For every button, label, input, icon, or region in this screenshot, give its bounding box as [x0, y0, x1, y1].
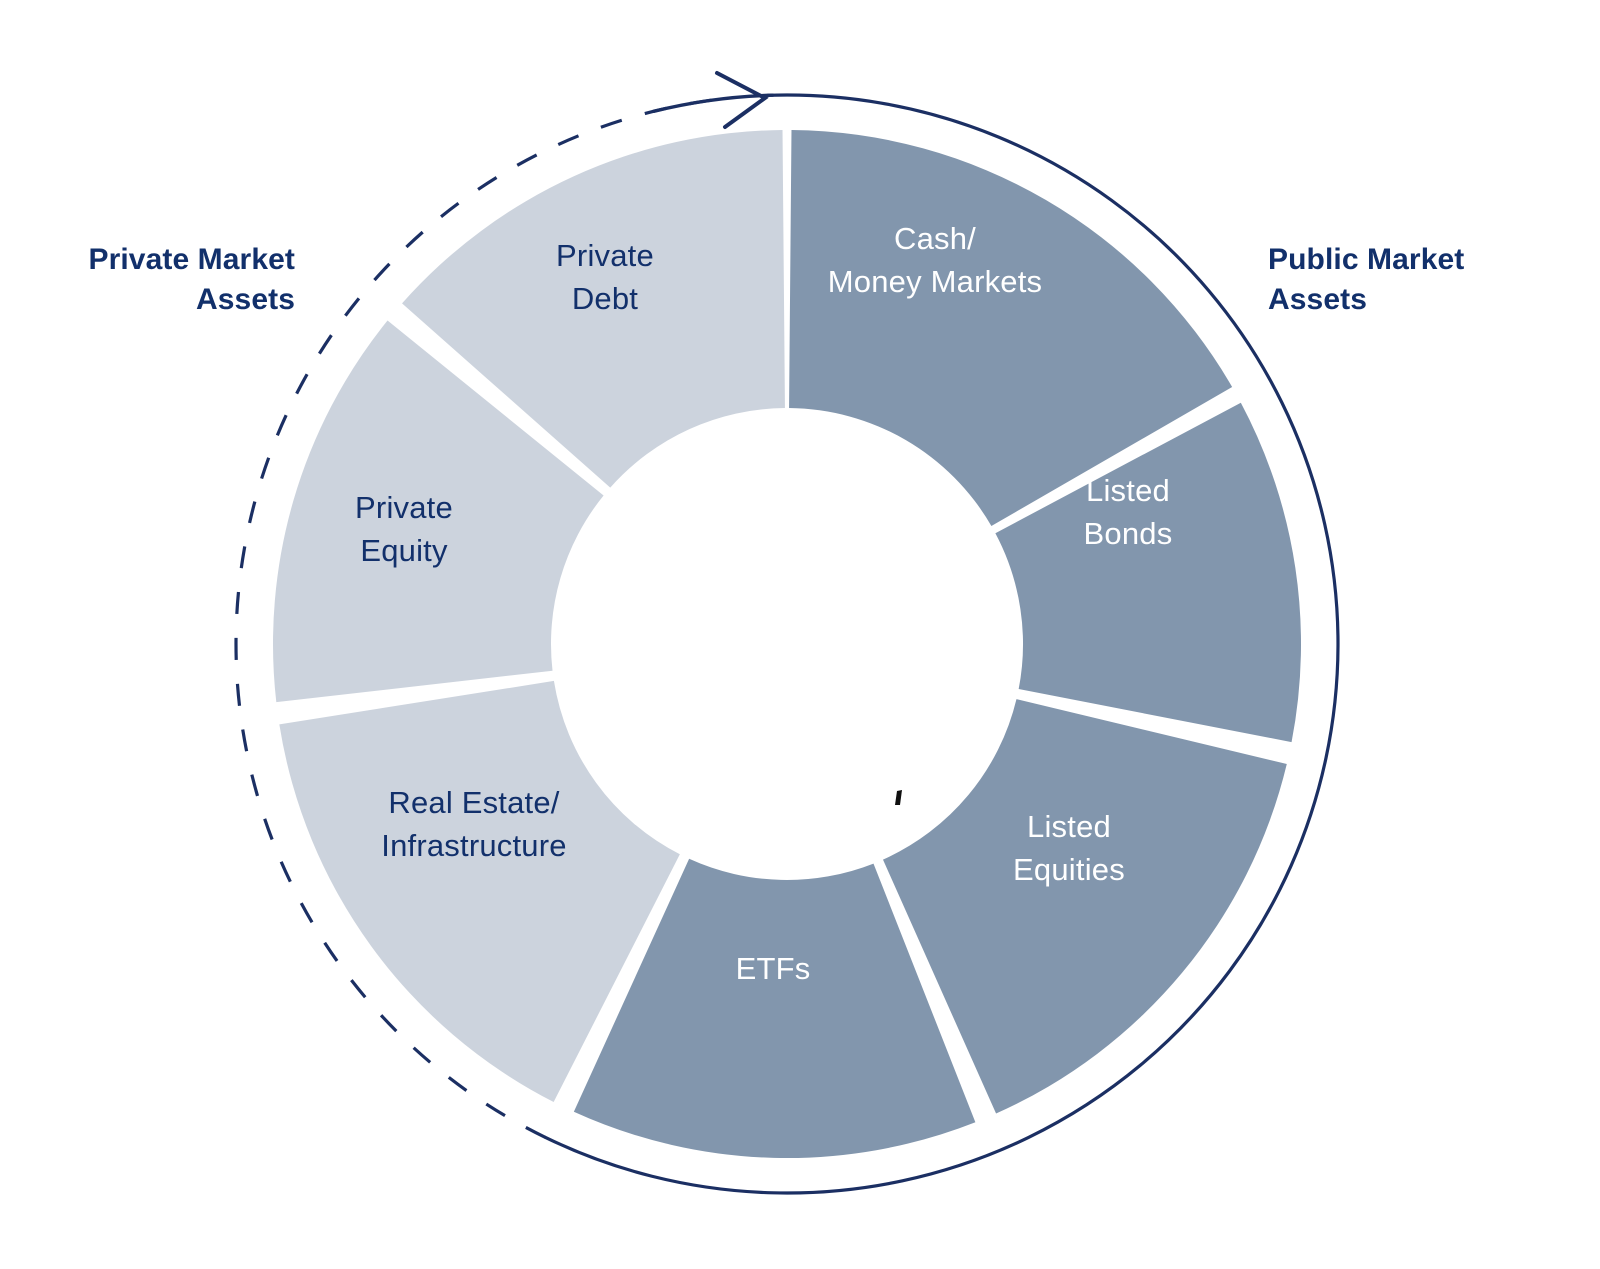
donut-segments	[273, 130, 1301, 1158]
stray-mark-icon	[895, 790, 902, 805]
clockwise-flow-arrow-icon	[715, 71, 769, 129]
public-market-solid-arc	[543, 93, 1340, 1195]
private-market-assets-label: Private Market Assets	[88, 243, 295, 316]
private-market-dashed-arc	[234, 96, 730, 1139]
donut-segment-listed-equities[interactable]	[882, 699, 1287, 1114]
donut-segment-real-estate-infrastructure[interactable]	[279, 680, 680, 1102]
donut-segment-cash-money-markets[interactable]	[789, 130, 1233, 526]
donut-segment-private-equity[interactable]	[273, 320, 604, 703]
donut-segment-private-debt[interactable]	[402, 130, 785, 488]
donut-segment-listed-bonds[interactable]	[995, 402, 1301, 743]
diagram-annotations	[715, 71, 902, 805]
public-market-assets-label: Public Market Assets	[1268, 243, 1465, 316]
donut-segment-etfs[interactable]	[573, 858, 976, 1158]
